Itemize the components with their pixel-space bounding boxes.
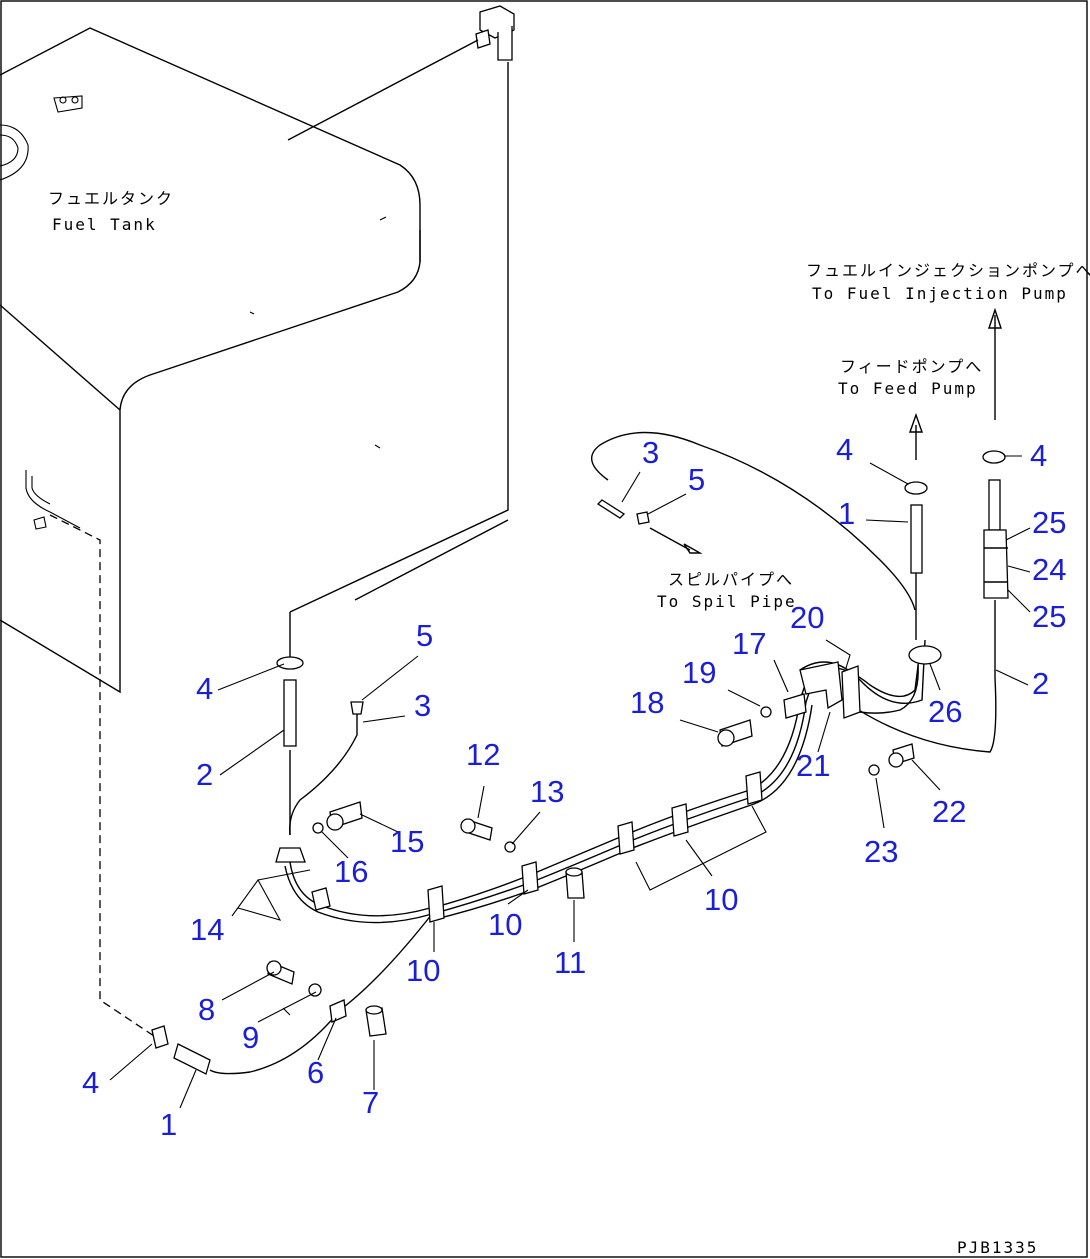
callout-number: 22 [932, 794, 966, 829]
callout-number: 10 [406, 953, 440, 988]
callout-number: 16 [334, 854, 368, 889]
injection-pump-en: To Fuel Injection Pump [812, 284, 1068, 303]
callout-number: 12 [466, 737, 500, 772]
callout-number: 10 [488, 907, 522, 942]
feed-pump-jp: フィードポンプへ [840, 357, 983, 376]
callout-numbers: 4 1 4 2 25 24 25 3 5 5 3 4 2 20 17 19 18… [82, 432, 1066, 1142]
feed-pump-line [859, 412, 942, 714]
fuel-tank [0, 27, 421, 694]
spill-pipe-en: To Spil Pipe [657, 592, 797, 611]
callout-number: 19 [682, 655, 716, 690]
callout-number: 4 [836, 432, 853, 467]
callout-number: 24 [1032, 552, 1066, 587]
callout-number: 11 [554, 945, 586, 980]
callout-number: 6 [307, 1055, 324, 1090]
callout-number: 2 [196, 757, 213, 792]
callout-number: 4 [82, 1065, 99, 1100]
callout-number: 18 [630, 685, 664, 720]
callout-number: 26 [928, 694, 962, 729]
callout-number: 13 [530, 774, 564, 809]
callout-number: 25 [1032, 505, 1066, 540]
callout-number: 3 [414, 688, 431, 723]
callout-number: 15 [390, 824, 424, 859]
callout-number: 5 [416, 618, 433, 653]
callout-number: 14 [190, 912, 224, 947]
callout-number: 5 [688, 462, 705, 497]
callout-number: 21 [796, 748, 830, 783]
callout-number: 1 [160, 1107, 177, 1142]
pipe-harness [209, 639, 997, 1075]
injection-pump-line [982, 307, 1009, 678]
callout-number: 3 [642, 435, 659, 470]
callout-number: 10 [704, 882, 738, 917]
callout-number: 4 [196, 671, 213, 706]
callout-number: 2 [1032, 666, 1049, 701]
callout-number: 17 [732, 626, 766, 661]
callout-number: 20 [790, 600, 824, 635]
drawing-code: PJB1335 [957, 1238, 1038, 1257]
fuel-tank-jp: フュエルタンク [48, 189, 174, 208]
feed-pump-en: To Feed Pump [838, 379, 978, 398]
loose-parts [151, 706, 915, 1075]
tank-return-fitting [287, 5, 515, 613]
callout-number: 7 [362, 1085, 379, 1120]
spill-line [591, 431, 916, 611]
callout-number: 4 [1030, 438, 1047, 473]
fuel-tank-en: Fuel Tank [52, 215, 157, 234]
leader-lines [109, 455, 1031, 1109]
callout-number: 8 [198, 992, 215, 1027]
callout-number: 9 [242, 1020, 259, 1055]
callout-number: 25 [1032, 599, 1066, 634]
spill-pipe-jp: スピルパイプへ [668, 570, 794, 589]
supply-line-left [49, 514, 433, 1041]
callout-number: 1 [838, 496, 855, 531]
injection-pump-jp: フュエルインジェクションポンプへ [806, 261, 1090, 280]
callout-number: 23 [864, 834, 898, 869]
annotations: フュエルタンク Fuel Tank フュエルインジェクションポンプへ To Fu… [48, 189, 1090, 1257]
